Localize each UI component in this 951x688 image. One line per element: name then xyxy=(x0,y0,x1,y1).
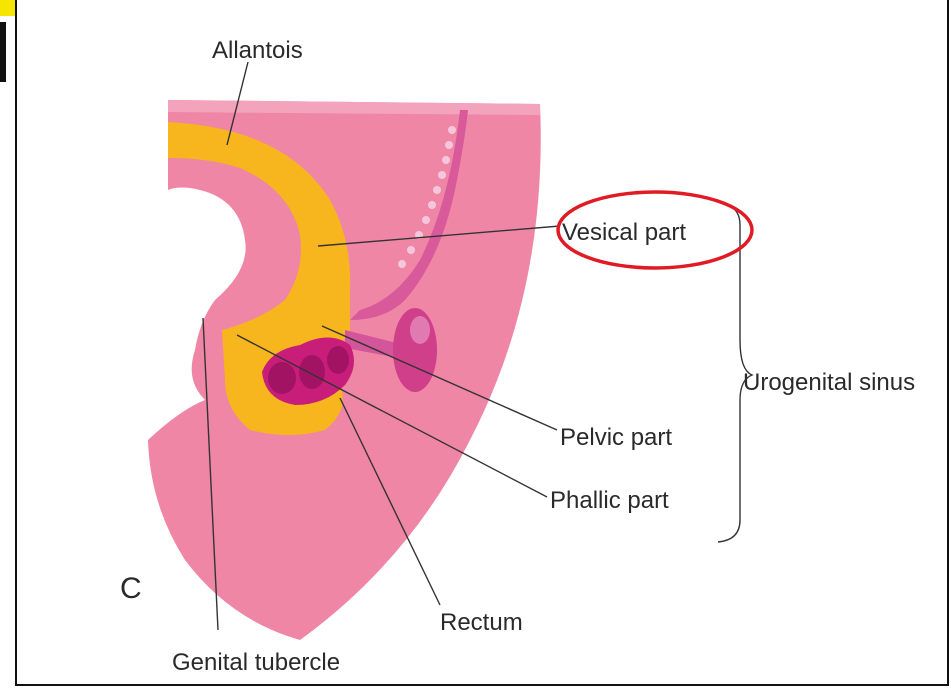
label-genital-tubercle: Genital tubercle xyxy=(172,649,340,676)
label-vesical-part: Vesical part xyxy=(562,219,686,246)
panel-letter: C xyxy=(120,572,142,605)
kidney-highlight xyxy=(410,316,430,344)
label-allantois: Allantois xyxy=(212,37,303,64)
label-rectum: Rectum xyxy=(440,609,523,636)
label-phallic-part: Phallic part xyxy=(550,487,669,514)
label-urogenital-sinus: Urogenital sinus xyxy=(743,369,915,396)
label-pelvic-part: Pelvic part xyxy=(560,424,672,451)
